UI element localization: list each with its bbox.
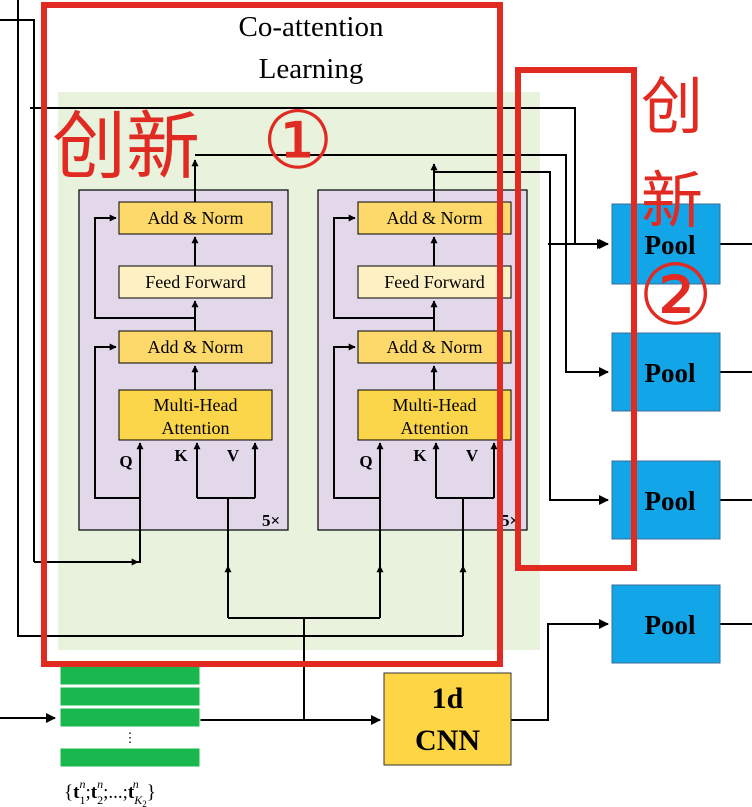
- title-line1: Co-attention: [239, 11, 384, 43]
- pool-box-4: [611, 584, 721, 664]
- q-label-1: Q: [119, 452, 132, 471]
- token-bar-1: [59, 665, 201, 686]
- multi-head-attention-box-1: [118, 389, 273, 441]
- feed-forward-1: Feed Forward: [145, 272, 245, 292]
- multi-head-attention-box-2: [357, 389, 512, 441]
- token-bar-last: [59, 747, 201, 768]
- innovation-2-char-1: 创: [641, 70, 703, 143]
- cnn-box: [383, 672, 512, 766]
- cnn-line2: CNN: [415, 724, 480, 757]
- innovation-2-frame: [515, 67, 637, 571]
- token-bar-3: [59, 707, 201, 728]
- cnn-line1: 1d: [432, 682, 464, 715]
- attention-line1-1: Multi-Head: [154, 395, 238, 415]
- add-norm-top-1: Add & Norm: [148, 208, 244, 228]
- k-label-1: K: [174, 446, 188, 465]
- add-norm-top-box-1: [118, 201, 273, 235]
- add-norm-top-2: Add & Norm: [387, 208, 483, 228]
- pool-box-2: [611, 332, 721, 412]
- v-label-1: V: [227, 446, 240, 465]
- token-ellipsis: ⋮: [124, 730, 137, 745]
- innovation-1-frame: [41, 2, 503, 667]
- repeat-label-2: 5×: [501, 511, 519, 530]
- feed-forward-2: Feed Forward: [384, 272, 484, 292]
- attention-line2-2: Attention: [401, 418, 469, 438]
- encoder-2-connections: [333, 163, 498, 636]
- add-norm-bottom-box-1: [118, 330, 273, 364]
- attention-line2-1: Attention: [162, 418, 230, 438]
- pool-box-1: [611, 203, 721, 285]
- repeat-label-1: 5×: [262, 511, 280, 530]
- feed-forward-box-1: [118, 265, 273, 299]
- token-set-formula: {t1n;t2n;...;tK2n}: [64, 777, 156, 807]
- add-norm-bottom-box-2: [357, 330, 512, 364]
- pool-box-3: [611, 460, 721, 540]
- feed-forward-box-2: [357, 265, 512, 299]
- token-bar-2: [59, 686, 201, 707]
- innovation-1-label: 创新: [52, 104, 200, 190]
- pool-label-2: Pool: [645, 358, 696, 388]
- innovation-2-number: ②: [638, 246, 713, 344]
- routing-lines: [0, 0, 752, 725]
- pool-label-4: Pool: [645, 610, 696, 640]
- attention-line1-2: Multi-Head: [393, 395, 477, 415]
- add-norm-bottom-2: Add & Norm: [387, 337, 483, 357]
- k-label-2: K: [413, 446, 427, 465]
- add-norm-bottom-1: Add & Norm: [148, 337, 244, 357]
- innovation-1-number: ①: [262, 94, 334, 187]
- innovation-2-char-2: 新: [641, 164, 703, 237]
- v-label-2: V: [466, 446, 479, 465]
- pool-label-3: Pool: [645, 486, 696, 516]
- q-label-2: Q: [359, 452, 372, 471]
- pool-label-1: Pool: [645, 230, 696, 260]
- title-line2: Learning: [259, 53, 364, 85]
- encoder-1-connections: [34, 159, 259, 618]
